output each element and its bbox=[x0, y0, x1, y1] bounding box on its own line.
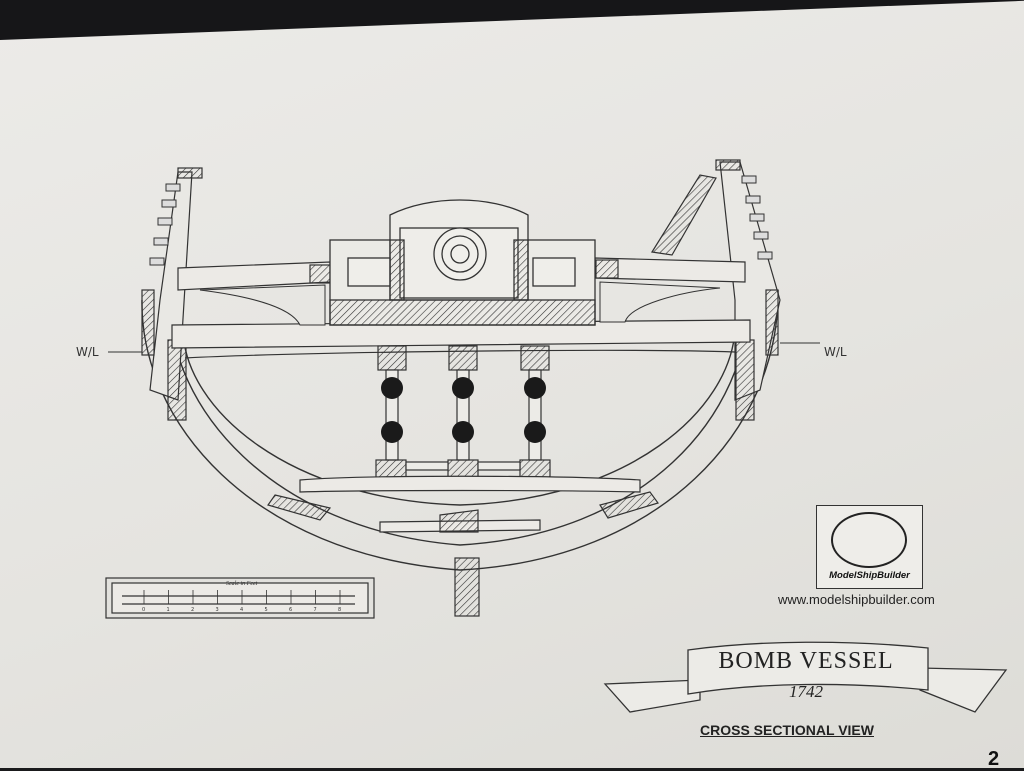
logo-name: ModelShipBuilder bbox=[829, 570, 910, 581]
scale-tick-label: 8 bbox=[338, 607, 341, 613]
logo-badge: ModelShipBuilder bbox=[816, 505, 923, 589]
knees bbox=[199, 281, 721, 326]
left-rail-teeth bbox=[149, 183, 181, 266]
right-rail-teeth bbox=[741, 175, 773, 260]
website-url: www.modelshipbuilder.com bbox=[778, 592, 935, 607]
keel-and-floor bbox=[267, 475, 659, 617]
waterline-label-left: W/L bbox=[76, 345, 99, 359]
waterline-leaders bbox=[108, 342, 820, 353]
scale-tick-label: 7 bbox=[314, 607, 317, 613]
banner-title: BOMB VESSEL bbox=[718, 648, 894, 674]
scale-bar bbox=[105, 577, 375, 619]
scale-tick-label: 3 bbox=[216, 607, 219, 613]
scale-tick-label: 1 bbox=[167, 607, 170, 613]
scale-label: Scale in Feet bbox=[226, 581, 258, 587]
waterline-label-right: W/L bbox=[824, 345, 847, 359]
scale-ticks: 0 1 2 3 4 5 6 7 8 bbox=[142, 590, 341, 613]
page-number: 2 bbox=[988, 748, 1000, 770]
scale-tick-label: 6 bbox=[289, 607, 292, 613]
title-banner bbox=[603, 641, 1008, 713]
view-label: CROSS SECTIONAL VIEW bbox=[700, 722, 874, 738]
upper-deck-beam bbox=[177, 257, 746, 291]
mortar-bed bbox=[329, 199, 596, 326]
logo-oval bbox=[831, 512, 907, 568]
scale-tick-label: 4 bbox=[240, 607, 243, 613]
scale-tick-label: 2 bbox=[191, 607, 194, 613]
banner-year: 1742 bbox=[789, 682, 823, 701]
scale-tick-label: 5 bbox=[265, 607, 268, 613]
scale-tick-label: 0 bbox=[142, 607, 145, 613]
shot-locker bbox=[375, 345, 551, 491]
cannon-balls bbox=[381, 377, 546, 443]
